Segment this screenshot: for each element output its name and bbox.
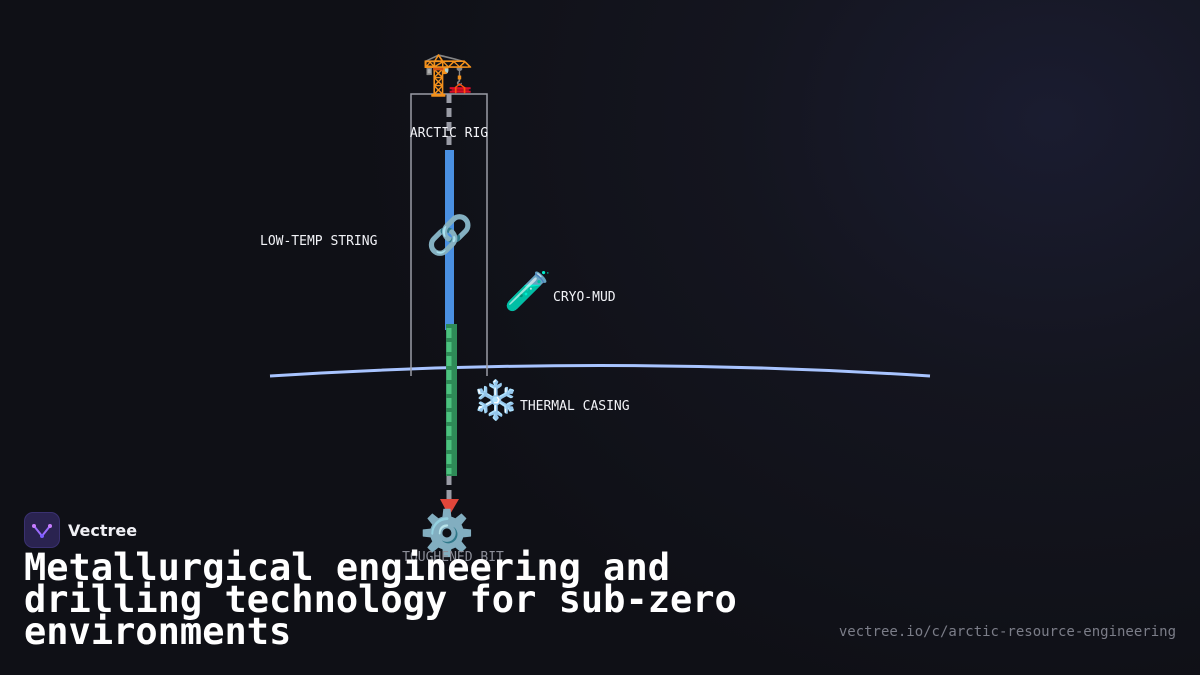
brand-name: Vectree	[68, 520, 138, 540]
vectree-logo-icon	[24, 512, 60, 548]
drill-bit-tip	[440, 499, 459, 516]
crane-icon: 🏗️	[422, 49, 474, 98]
gear-icon: ⚙️	[420, 508, 475, 559]
arctic-rig-label: ARCTIC RIG	[410, 126, 488, 141]
brand: Vectree	[24, 512, 137, 548]
chain-link-icon: 🔗	[426, 212, 473, 258]
toughened-bit-label: TOUGHENED BIT	[402, 550, 504, 565]
page-title: Metallurgical engineering and drilling t…	[24, 546, 737, 653]
low-temp-string-bar	[445, 150, 454, 330]
thermal-casing-label: THERMAL CASING	[520, 399, 630, 414]
cryo-mud-label: CRYO-MUD	[553, 290, 616, 305]
snowflake-icon: ❄️	[472, 378, 519, 422]
page-url[interactable]: vectree.io/c/arctic-resource-engineering	[838, 624, 1176, 640]
low-temp-string-label: LOW-TEMP STRING	[260, 234, 378, 249]
ground-line	[269, 364, 931, 378]
test-tube-icon: 🧪	[504, 269, 551, 313]
